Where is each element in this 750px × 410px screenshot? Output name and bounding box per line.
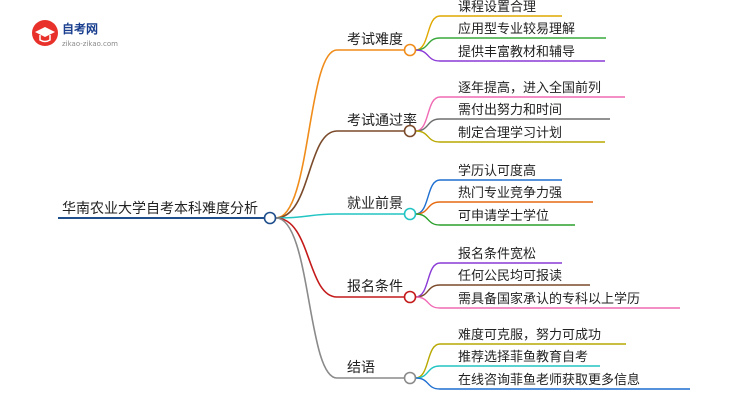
branch-label-3: 就业前景 xyxy=(347,195,403,212)
leaf-node-1-1[interactable]: 课程设置合理 xyxy=(440,0,562,17)
root-label: 华南农业大学自考本科难度分析 xyxy=(62,201,258,217)
branch-label-4: 报名条件 xyxy=(347,278,403,295)
leaf-node-1-3[interactable]: 提供丰富教材和辅导 xyxy=(440,44,605,62)
leaf-node-4-2[interactable]: 任何公民均可报读 xyxy=(440,268,590,286)
leaf-label-4-3: 需具备国家承认的专科以上学历 xyxy=(458,291,640,307)
leaf-node-2-1[interactable]: 逐年提高，进入全国前列 xyxy=(440,80,625,98)
branch-node-3[interactable]: 就业前景 xyxy=(337,195,417,221)
leaf-node-2-2[interactable]: 需付出努力和时间 xyxy=(440,103,610,120)
leaf-node-4-1[interactable]: 报名条件宽松 xyxy=(440,246,562,264)
leaf-label-2-1: 逐年提高，进入全国前列 xyxy=(458,80,601,96)
branch-to-leaf-edge-5-3 xyxy=(415,377,441,390)
root-to-branch-edge-5 xyxy=(275,217,338,379)
root-node[interactable]: 华南农业大学自考本科难度分析 xyxy=(58,201,277,225)
branch-to-leaf-edge-4-2 xyxy=(415,284,441,298)
branch-to-leaf-edge-4-1 xyxy=(415,262,441,298)
branch-connector-dot-3 xyxy=(403,207,417,221)
root-to-branch-edge-4 xyxy=(275,217,338,298)
branch-to-leaf-edge-2-1 xyxy=(415,96,441,132)
branch-connector-dot-4 xyxy=(403,290,417,304)
logo-name: 自考网 xyxy=(62,21,98,36)
leaf-node-3-2[interactable]: 热门专业竞争力强 xyxy=(440,185,593,203)
leaf-label-1-2: 应用型专业较易理解 xyxy=(458,21,575,37)
leaf-label-5-1: 难度可克服，努力可成功 xyxy=(458,327,601,343)
branch-to-leaf-edge-1-3 xyxy=(415,49,441,62)
leaf-node-5-1[interactable]: 难度可克服，努力可成功 xyxy=(440,327,626,345)
branch-to-leaf-edge-3-1 xyxy=(415,179,441,215)
branch-to-leaf-edge-5-2 xyxy=(415,365,441,379)
leaf-label-3-1: 学历认可度高 xyxy=(458,163,536,179)
leaf-label-2-3: 制定合理学习计划 xyxy=(458,125,562,141)
branch-to-leaf-edge-3-3 xyxy=(415,213,441,226)
branch-node-4[interactable]: 报名条件 xyxy=(337,278,417,304)
branch-to-leaf-edge-4-3 xyxy=(415,296,441,309)
branch-to-leaf-edge-5-1 xyxy=(415,343,441,379)
root-to-branch-edge-3 xyxy=(275,213,338,219)
branch-to-leaf-edge-1-2 xyxy=(415,37,441,51)
leaf-node-4-3[interactable]: 需具备国家承认的专科以上学历 xyxy=(440,291,680,309)
branch-node-5[interactable]: 结语 xyxy=(337,360,417,385)
graduation-cap-icon xyxy=(35,27,55,37)
branch-node-2[interactable]: 考试通过率 xyxy=(337,112,417,138)
branch-connector-dot-5 xyxy=(403,371,417,385)
root-to-branch-edge-1 xyxy=(275,49,338,219)
root-connector-dot xyxy=(263,211,277,225)
leaf-node-3-3[interactable]: 可申请学士学位 xyxy=(440,208,575,226)
leaf-node-1-2[interactable]: 应用型专业较易理解 xyxy=(440,21,606,39)
graduation-cap-base-icon xyxy=(39,35,51,43)
leaf-label-1-1: 课程设置合理 xyxy=(458,0,536,15)
branch-connector-dot-1 xyxy=(403,43,417,57)
leaf-label-4-1: 报名条件宽松 xyxy=(458,246,536,262)
site-logo: 自考网 zikao-zikao.com xyxy=(32,20,118,48)
logo-domain: zikao-zikao.com xyxy=(62,40,118,48)
leaf-label-3-3: 可申请学士学位 xyxy=(458,208,549,224)
branch-to-leaf-edge-2-2 xyxy=(415,118,441,132)
leaf-node-3-1[interactable]: 学历认可度高 xyxy=(440,163,562,181)
branch-to-leaf-edge-2-3 xyxy=(415,130,441,143)
leaf-node-2-3[interactable]: 制定合理学习计划 xyxy=(440,125,605,143)
leaf-node-5-3[interactable]: 在线咨询菲鱼老师获取更多信息 xyxy=(440,372,690,390)
leaf-node-5-2[interactable]: 推荐选择菲鱼教育自考 xyxy=(440,349,600,367)
leaf-label-4-2: 任何公民均可报读 xyxy=(458,268,562,284)
branch-to-leaf-edge-3-2 xyxy=(415,201,441,215)
leaf-label-2-2: 需付出努力和时间 xyxy=(458,103,562,118)
leaf-label-1-3: 提供丰富教材和辅导 xyxy=(458,44,575,60)
branch-label-5: 结语 xyxy=(347,360,375,376)
branch-label-1: 考试难度 xyxy=(347,32,403,48)
leaf-label-3-2: 热门专业竞争力强 xyxy=(458,185,562,201)
edges xyxy=(275,15,441,390)
branch-label-2: 考试通过率 xyxy=(347,112,417,129)
leaf-label-5-3: 在线咨询菲鱼老师获取更多信息 xyxy=(458,372,640,388)
root-to-branch-edge-2 xyxy=(275,130,338,219)
leaf-label-5-2: 推荐选择菲鱼教育自考 xyxy=(458,349,588,365)
branch-node-1[interactable]: 考试难度 xyxy=(337,32,417,57)
branch-connector-dot-2 xyxy=(403,124,417,138)
branch-to-leaf-edge-1-1 xyxy=(415,15,441,51)
